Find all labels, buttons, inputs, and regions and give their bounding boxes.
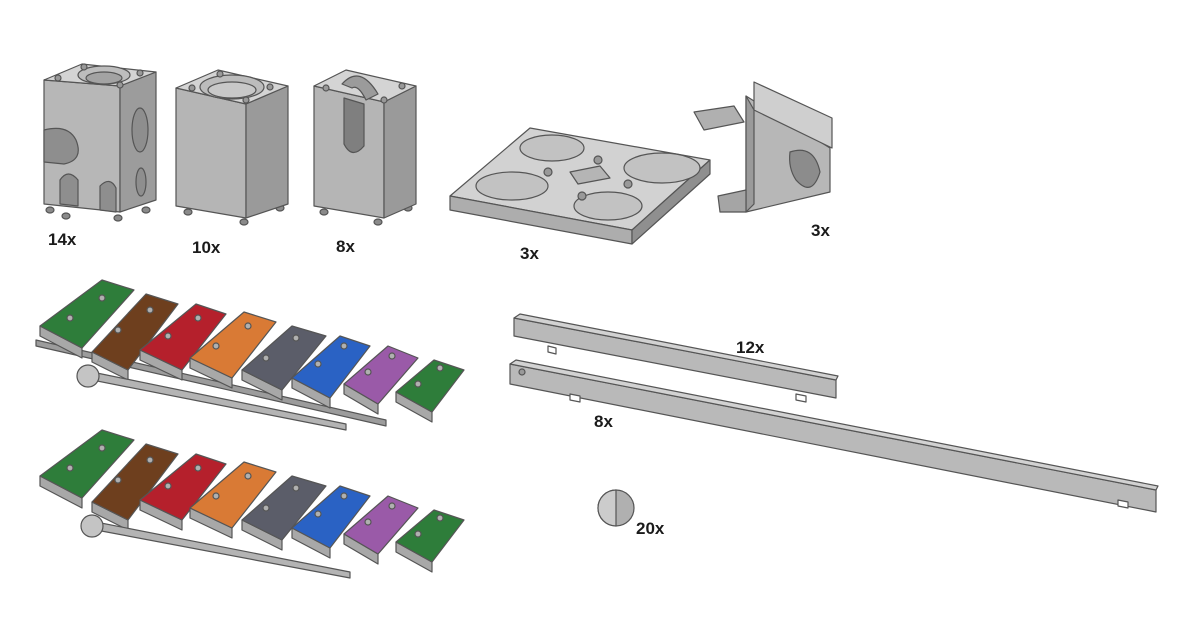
slot-block-quantity: 8x: [336, 237, 355, 256]
slot-block: [313, 69, 417, 226]
xylophone: [39, 429, 465, 579]
xylophone: [35, 279, 465, 431]
long-rail-quantity: 8x: [594, 412, 613, 431]
ball: [597, 489, 635, 527]
crossing-block-quantity: 14x: [48, 230, 77, 249]
mallet: [80, 514, 351, 579]
cup-block: [175, 69, 289, 226]
long-rail: [509, 359, 1159, 513]
cup-block-quantity: 10x: [192, 238, 221, 257]
short-rail: [513, 313, 839, 403]
xylophone-bars: [39, 429, 465, 573]
base-plate-quantity: 3x: [520, 244, 539, 263]
bracket-quantity: 3x: [811, 221, 830, 240]
bracket: [693, 81, 833, 213]
xylophone-bars: [39, 279, 465, 423]
base-plate: [449, 127, 711, 245]
mallet: [76, 364, 347, 431]
crossing-block: [43, 63, 157, 222]
ball-quantity: 20x: [636, 519, 665, 538]
short-rail-quantity: 12x: [736, 338, 765, 357]
